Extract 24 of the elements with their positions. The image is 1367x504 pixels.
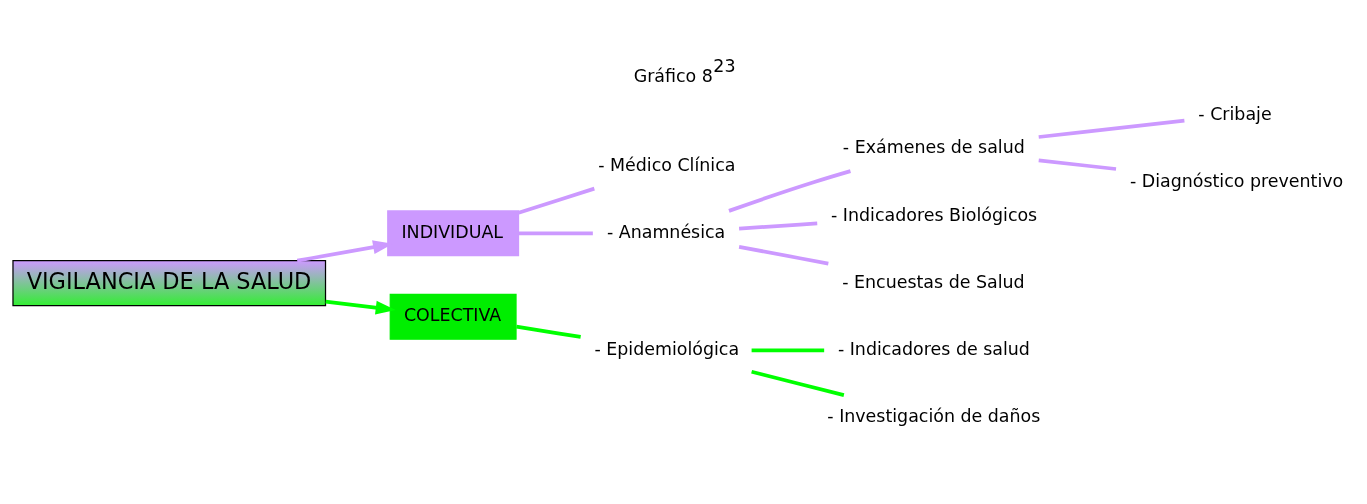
connector [518,231,593,236]
node-text: - Cribaje [1198,103,1272,124]
node-text: - Epidemiológica [594,338,740,359]
node-text: - Indicadores de salud [837,338,1030,359]
node-text: - Médico Clínica [598,154,736,175]
connector [1038,118,1185,139]
connector [728,169,851,213]
connector [518,186,595,215]
connector [751,348,825,353]
node-text: - Anamnésica [606,221,726,242]
node-box: COLECTIVA [389,293,517,340]
connector [738,221,818,231]
node-box: VIGILANCIA DE LA SALUD [12,260,327,307]
node-text: - Diagnóstico preventivo [1129,170,1344,191]
node-text: - Encuestas de Salud [842,271,1025,292]
node-text: - Investigación de daños [827,406,1041,427]
node-text: - Indicadores Biológicos [831,204,1038,225]
connector [1038,158,1117,171]
connector [738,244,829,266]
arrow [325,299,396,315]
node-text: - Exámenes de salud [842,137,1025,158]
connector [751,369,845,397]
node-box: INDIVIDUAL [387,210,520,257]
connector [516,324,581,339]
